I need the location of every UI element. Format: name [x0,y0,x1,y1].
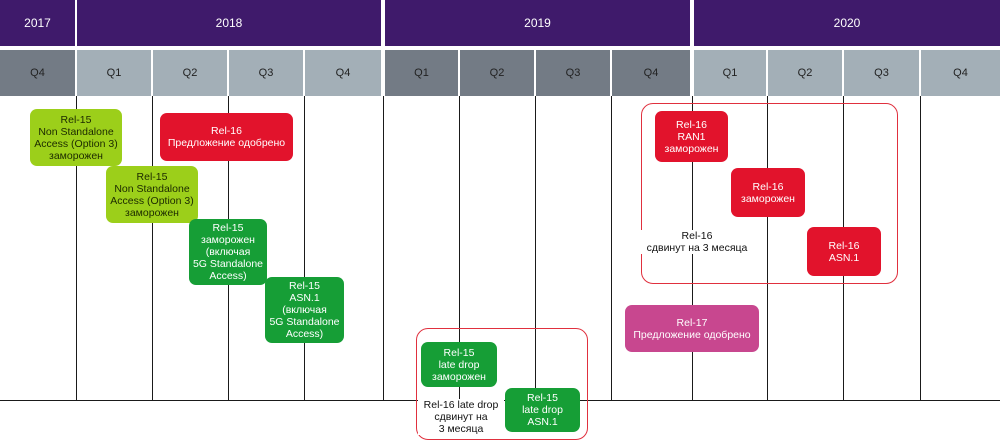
box-line: late drop [522,404,563,416]
box-line: Предложение одобрено [633,328,751,341]
box-line: заморожен [741,192,795,205]
year-2018: 2018 [77,0,381,46]
box-line: Rel-15 [60,113,92,126]
rel16-ran1-freeze-box: Rel-16 RAN1 заморожен [655,111,728,162]
box-line: ASN.1 [289,292,320,304]
quarter-2019-q1: Q1 [385,50,458,96]
box-line: заморожен [125,206,179,219]
rel15-late-drop-freeze-box: Rel-15 late drop заморожен [421,342,497,387]
year-2020: 2020 [694,0,1000,46]
quarter-2018-q3: Q3 [229,50,303,96]
box-line: Access (Option 3) [110,194,194,207]
box-line: 5G Standalone [269,316,340,328]
quarter-2017-q4: Q4 [0,50,75,96]
box-line: Rel-15 [289,280,320,292]
box-line: Rel-15 [212,222,244,234]
box-line: заморожен [201,234,255,246]
box-line: Предложение одобрено [167,137,286,149]
box-line: Access) [209,270,247,282]
box-line: Access (Option 3) [34,137,118,150]
year-2017: 2017 [0,0,75,46]
quarter-2018-q1: Q1 [77,50,151,96]
rel16-freeze-box: Rel-16 заморожен [731,168,805,217]
box-line: ASN.1 [527,416,558,428]
quarter-2020-q2: Q2 [768,50,842,96]
box-line: RAN1 [677,130,706,143]
grid-line [383,96,384,400]
grid-line [920,96,921,400]
quarter-2020-q1: Q1 [694,50,766,96]
quarter-2020-q4: Q4 [921,50,1000,96]
quarter-2018-q4: Q4 [305,50,381,96]
box-line: Rel-16 [828,239,860,252]
box-line: (включая [205,246,251,258]
box-line: 5G Standalone [192,258,264,270]
rel15-nsa-asn1-box: Rel-15 Non Standalone Access (Option 3) … [106,166,198,223]
rel16-proposal-box: Rel-16 Предложение одобрено [160,113,293,161]
box-line: ASN.1 [828,251,860,264]
box-line: заморожен [432,370,486,383]
late-drop-shift-note: Rel-16 late drop сдвинут на 3 месяца [418,399,504,435]
rel17-proposal-box: Rel-17 Предложение одобрено [625,305,759,352]
quarter-2019-q3: Q3 [536,50,610,96]
rel16-asn1-box: Rel-16 ASN.1 [807,227,881,276]
box-line: Rel-15 [527,392,558,404]
grid-line [304,96,305,400]
grid-line [152,96,153,400]
box-line: Access) [285,328,324,340]
box-line: Rel-16 [211,125,242,137]
quarter-2020-q3: Q3 [844,50,919,96]
late-drop-group-frame [416,328,588,440]
rel15-sa-asn1-box: Rel-15 ASN.1 (включая 5G Standalone Acce… [265,277,344,343]
box-line: late drop [438,358,480,371]
box-line: (включая [282,304,327,316]
quarter-2019-q4: Q4 [612,50,690,96]
rel15-sa-freeze-box: Rel-15 заморожен (включая 5G Standalone … [189,219,267,285]
rel15-nsa-freeze-box: Rel-15 Non Standalone Access (Option 3) … [30,109,122,166]
grid-line [767,96,768,400]
box-line: Rel-16 [676,118,707,131]
box-line: Rel-15 [136,170,168,183]
rel15-late-drop-asn1-box: Rel-15 late drop ASN.1 [505,388,580,432]
grid-line [459,96,460,400]
box-line: Non Standalone [38,125,114,138]
rel16-shift-note: Rel-16 сдвинут на 3 месяца [632,230,762,254]
rel16-group-frame [641,103,898,284]
box-line: заморожен [664,142,719,155]
note-line: сдвинут на 3 месяца [646,242,748,254]
quarter-2018-q2: Q2 [153,50,227,96]
box-line: Rel-15 [443,346,475,359]
grid-line [611,96,612,400]
grid-line [535,96,536,400]
year-2019: 2019 [385,0,690,46]
note-line: сдвинут на [434,411,488,423]
quarter-2019-q2: Q2 [460,50,534,96]
note-line: Rel-16 [681,230,713,242]
box-line: Non Standalone [114,182,190,195]
box-line: Rel-16 [752,180,784,193]
note-line: 3 месяца [438,423,484,435]
grid-line [76,96,77,400]
box-line: Rel-17 [676,316,708,329]
box-line: заморожен [49,149,103,162]
note-line: Rel-16 late drop [423,399,499,411]
